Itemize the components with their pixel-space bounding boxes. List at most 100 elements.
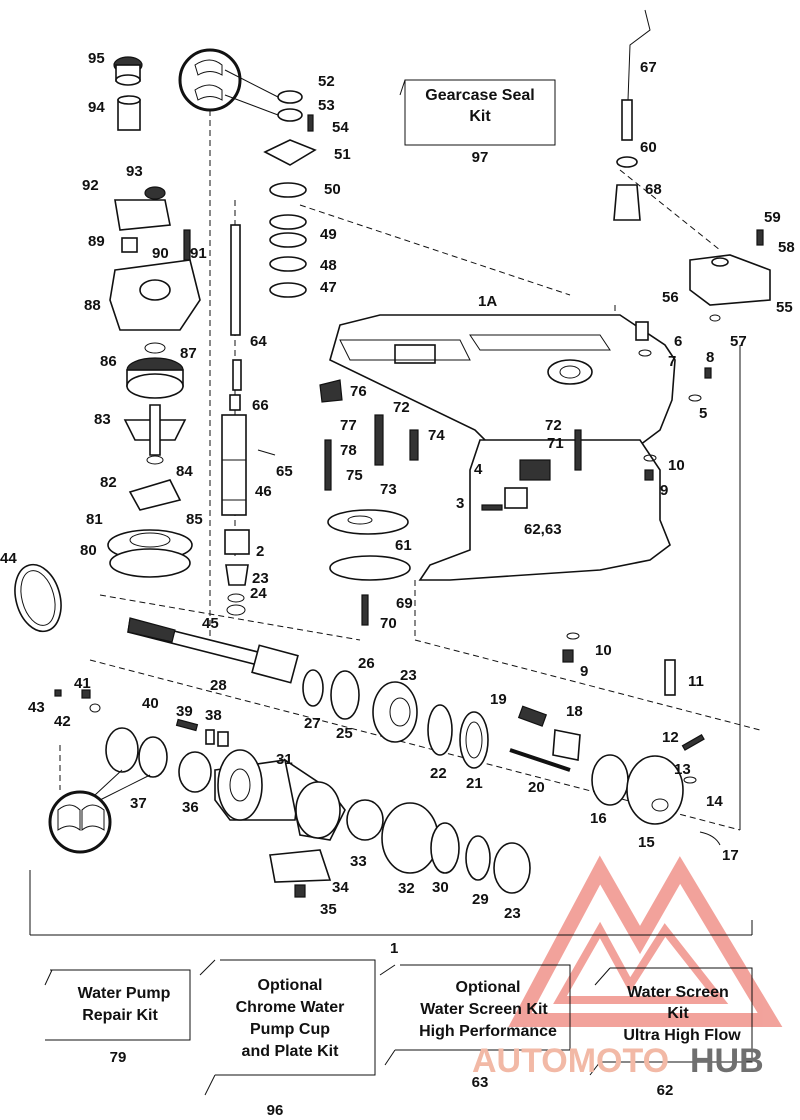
kit-chrome-cup-line3: Pump Cup xyxy=(250,1021,330,1038)
kit-screen-hp-line1: Optional xyxy=(456,979,521,996)
callout-43: 43 xyxy=(28,699,45,716)
callout-1: 1 xyxy=(390,940,398,957)
kit-chrome-cup-line1: Optional xyxy=(258,977,323,994)
water-tube-parts xyxy=(613,9,771,322)
kit-gearcase-seal-number: 97 xyxy=(472,149,489,166)
callout-42: 42 xyxy=(54,713,71,730)
callout-90: 90 xyxy=(152,245,169,262)
callout-17: 17 xyxy=(722,847,739,864)
kit-water-pump-repair-line2: Repair Kit xyxy=(82,1007,158,1024)
callout-59: 59 xyxy=(764,209,781,226)
watermark-text-a: AUTOMOTO xyxy=(472,1042,669,1080)
callout-9-b: 9 xyxy=(580,663,588,680)
callout-10-b: 10 xyxy=(595,642,612,659)
callout-28: 28 xyxy=(210,677,227,694)
callout-53: 53 xyxy=(318,97,335,114)
callout-72-a: 72 xyxy=(393,399,410,416)
callout-15: 15 xyxy=(638,834,655,851)
callout-86: 86 xyxy=(100,353,117,370)
kit-box-gearcase-seal: Gearcase Seal Kit 97 xyxy=(399,79,556,166)
callout-77: 77 xyxy=(340,417,357,434)
gearcase-housing xyxy=(329,314,676,581)
callout-91: 91 xyxy=(190,245,207,262)
callout-85: 85 xyxy=(186,511,203,528)
callout-68: 68 xyxy=(645,181,662,198)
callout-38: 38 xyxy=(205,707,222,724)
callout-66: 66 xyxy=(252,397,269,414)
kit-box-water-pump-repair: Water Pump Repair Kit 79 xyxy=(44,969,191,1066)
callout-36: 36 xyxy=(182,799,199,816)
callout-6: 6 xyxy=(674,333,682,350)
watermark-logo xyxy=(508,855,783,1027)
callout-64: 64 xyxy=(250,333,267,350)
kit-box-screen-uhf: Water Screen Kit Ultra High Flow 62 xyxy=(589,967,753,1099)
callout-94: 94 xyxy=(88,99,105,116)
water-pump-parts xyxy=(14,56,201,633)
callout-20: 20 xyxy=(528,779,545,796)
callout-69: 69 xyxy=(396,595,413,612)
callout-10-a: 10 xyxy=(668,457,685,474)
callout-75: 75 xyxy=(346,467,363,484)
callout-24: 24 xyxy=(250,585,267,602)
callout-41: 41 xyxy=(74,675,91,692)
callout-35: 35 xyxy=(320,901,337,918)
callout-93: 93 xyxy=(126,163,143,180)
callout-30: 30 xyxy=(432,879,449,896)
callout-18: 18 xyxy=(566,703,583,720)
callout-23-c: 23 xyxy=(504,905,521,922)
callout-95: 95 xyxy=(88,50,105,67)
callout-72-b: 72 xyxy=(545,417,562,434)
callout-29: 29 xyxy=(472,891,489,908)
callout-84: 84 xyxy=(176,463,193,480)
callout-5: 5 xyxy=(699,405,707,422)
callout-11: 11 xyxy=(688,673,704,690)
kit-chrome-cup-number: 96 xyxy=(267,1102,284,1119)
callout-74: 74 xyxy=(428,427,445,444)
callout-60: 60 xyxy=(640,139,657,156)
callout-1a: 1A xyxy=(478,293,497,310)
kit-screen-uhf-line2: Kit xyxy=(667,1005,689,1022)
callout-13: 13 xyxy=(674,761,691,778)
detail-circle-bottom xyxy=(48,769,151,854)
kit-screen-hp-line3: High Performance xyxy=(419,1023,557,1040)
callout-52: 52 xyxy=(318,73,335,90)
callout-34: 34 xyxy=(332,879,349,896)
callout-89: 89 xyxy=(88,233,105,250)
callout-80: 80 xyxy=(80,542,97,559)
callout-39: 39 xyxy=(176,703,193,720)
callout-9-a: 9 xyxy=(660,482,668,499)
kit-box-screen-hp: Optional Water Screen Kit High Performan… xyxy=(379,964,571,1091)
callout-56: 56 xyxy=(662,289,679,306)
kit-gearcase-seal-line2: Kit xyxy=(469,108,491,125)
callout-82: 82 xyxy=(100,474,117,491)
kit-screen-uhf-line3: Ultra High Flow xyxy=(623,1027,741,1044)
callout-23-a: 23 xyxy=(252,570,269,587)
callout-73: 73 xyxy=(380,481,397,498)
callout-26: 26 xyxy=(358,655,375,672)
kit-chrome-cup-line2: Chrome Water xyxy=(236,999,345,1016)
callout-4: 4 xyxy=(474,461,483,478)
callout-2: 2 xyxy=(256,543,264,560)
kit-chrome-cup-line4: and Plate Kit xyxy=(242,1043,340,1060)
callout-87: 87 xyxy=(180,345,197,362)
watermark-text-b: HUB xyxy=(690,1042,764,1080)
kit-screen-hp-line2: Water Screen Kit xyxy=(420,1001,548,1018)
callout-16: 16 xyxy=(590,810,607,827)
callout-19: 19 xyxy=(490,691,507,708)
callout-12: 12 xyxy=(662,729,679,746)
callout-31: 31 xyxy=(276,751,293,768)
callout-65: 65 xyxy=(276,463,293,480)
callout-76: 76 xyxy=(350,383,367,400)
kit-screen-uhf-line1: Water Screen xyxy=(627,984,729,1001)
driveshaft-parts xyxy=(221,90,317,616)
callout-22: 22 xyxy=(430,765,447,782)
callout-71: 71 xyxy=(547,435,564,452)
kit-screen-uhf-number: 62 xyxy=(657,1082,674,1099)
callout-3: 3 xyxy=(456,495,464,512)
callout-25: 25 xyxy=(336,725,353,742)
callout-40: 40 xyxy=(142,695,159,712)
callout-21: 21 xyxy=(466,775,483,792)
callout-48: 48 xyxy=(320,257,337,274)
callout-58: 58 xyxy=(778,239,795,256)
